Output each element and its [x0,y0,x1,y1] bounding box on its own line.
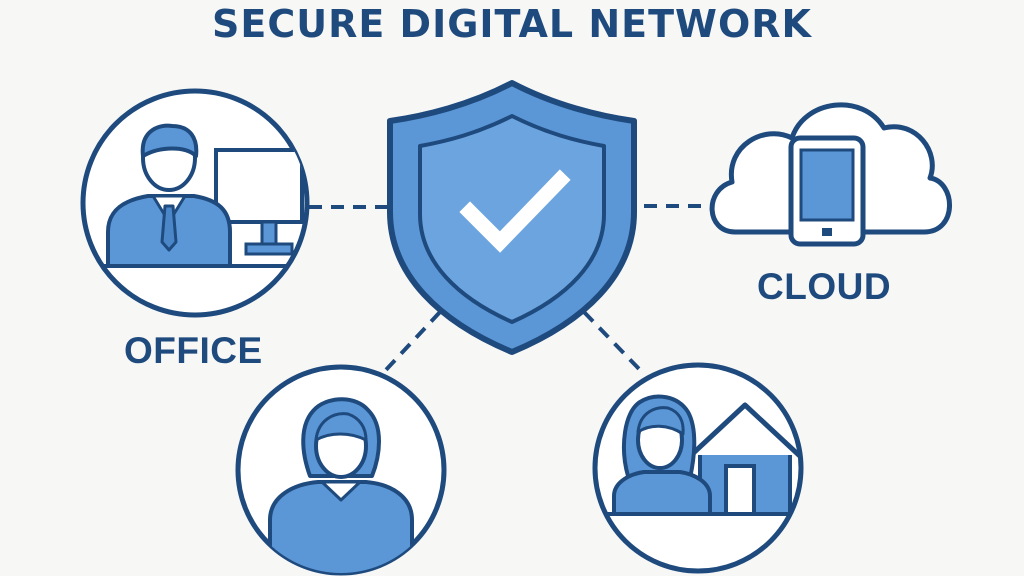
office-worker-icon [106,123,232,268]
checkmark-icon [459,169,571,253]
connectors [309,204,706,374]
cloud-node [709,102,952,247]
connector-person [382,310,442,374]
cloud-label: CLOUD [757,266,892,307]
diagram-title: SECURE DIGITAL NETWORK [212,2,812,46]
tablet-icon [788,135,866,247]
shield-check-icon [387,80,637,355]
woman-icon [612,394,712,516]
house-icon [686,402,801,516]
desktop-computer-icon [214,148,304,256]
home-node [592,362,804,574]
person-node [235,364,447,576]
office-node [80,88,310,318]
office-label: OFFICE [124,330,263,371]
connector-home [582,310,644,374]
person-icon [268,397,414,573]
